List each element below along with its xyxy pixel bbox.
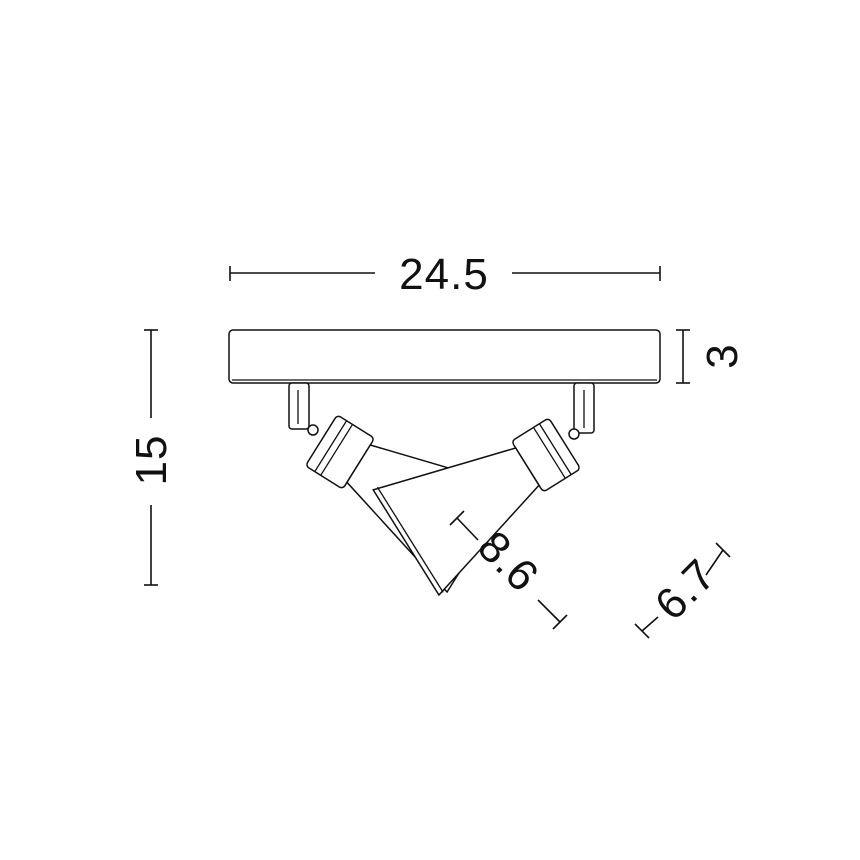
shade-length-line-bottom [537,599,561,623]
mounting-plate [228,329,661,384]
left-stem [288,382,310,430]
width-dimension: 24.5 [229,250,661,299]
shade-length-tick-bottom [552,614,568,630]
right-collar-line-2 [532,427,566,479]
shade-diameter-dimension: 6.7 [634,542,731,639]
shade-diameter-tick-bottom [634,623,650,639]
left-collar-line-2 [320,424,354,476]
right-pivot [568,428,580,440]
right-shade-rim [376,486,444,593]
height-label: 15 [127,435,176,486]
shade-diameter-tick-top [715,542,731,558]
right-shade-cone [372,447,540,597]
right-shade-group [372,418,580,597]
plate-body [228,329,661,384]
left-pivot [307,424,319,436]
shade-length-tick-top [449,510,465,526]
shade-diameter-line-bottom [641,616,659,632]
shade-length-dimension: 8.6 [449,510,568,630]
plate-height-label: 3 [698,343,747,368]
width-label: 24.5 [399,250,489,299]
right-collar-line-1 [538,423,572,475]
shade-diameter-line-top [705,549,724,576]
shade-length-line-top [456,517,479,541]
right-spotlight [372,382,595,597]
plate-height-dimension: 3 [676,329,747,384]
height-dimension: 15 [127,329,176,586]
left-collar-line-1 [314,420,348,472]
